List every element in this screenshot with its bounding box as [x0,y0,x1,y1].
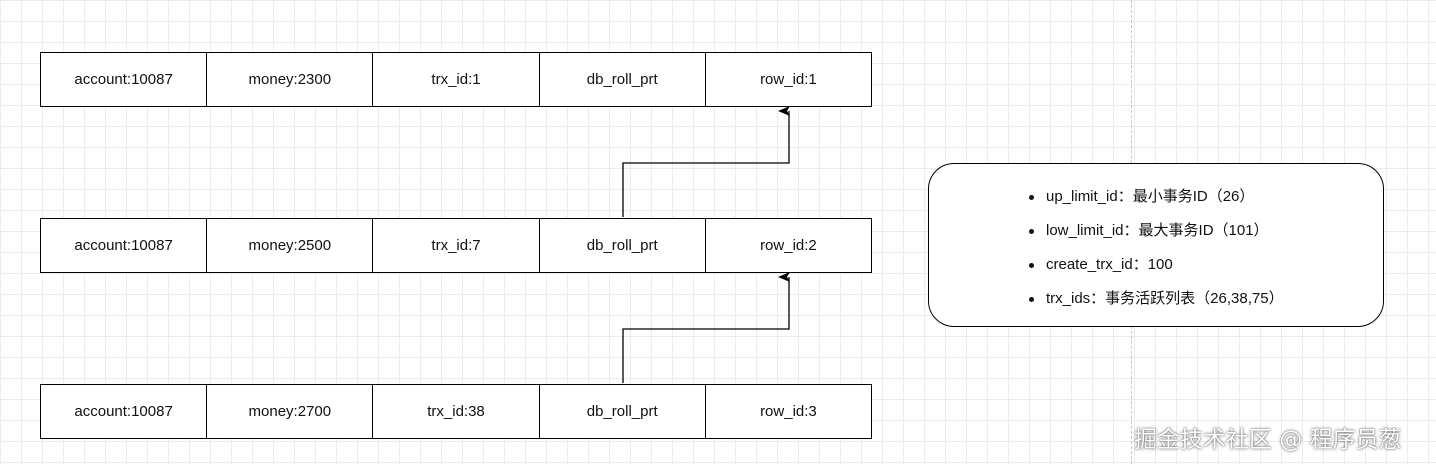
roll-pointer-arrow-2-to-1 [622,106,790,217]
list-item: create_trx_id：100 [1029,252,1284,286]
money-cell: money:2700 [207,385,374,438]
trx-ids-text: trx_ids：事务活跃列表（26,38,75） [1046,290,1284,307]
roll-pointer-cell: db_roll_prt [540,219,706,272]
list-item: low_limit_id：最大事务ID（101） [1029,218,1284,252]
undo-log-record-3: account:10087 money:2700 trx_id:38 db_ro… [40,384,872,439]
row-id-cell: row_id:2 [760,237,817,254]
read-view-box: up_limit_id：最小事务ID（26） low_limit_id：最大事务… [928,163,1384,327]
bullet-icon [1029,229,1034,234]
money-cell: money:2300 [207,53,374,106]
list-item: up_limit_id：最小事务ID（26） [1029,184,1284,218]
undo-log-record-2: account:10087 money:2500 trx_id:7 db_rol… [40,218,872,273]
low-limit-id-text: low_limit_id：最大事务ID（101） [1046,222,1269,239]
bullet-icon [1029,195,1034,200]
roll-pointer-cell: db_roll_prt [540,53,706,106]
undo-log-record-1: account:10087 money:2300 trx_id:1 db_rol… [40,52,872,107]
watermark: 掘金技术社区 @ 程序员葱 [1134,427,1402,453]
bullet-icon [1029,263,1034,268]
account-cell: account:10087 [41,53,208,106]
trx-id-cell: trx_id:38 [373,385,540,438]
money-cell: money:2500 [207,219,374,272]
roll-pointer-arrow-3-to-2 [622,272,790,383]
account-cell: account:10087 [41,219,208,272]
account-cell: account:10087 [41,385,208,438]
read-view-list: up_limit_id：最小事务ID（26） low_limit_id：最大事务… [1029,184,1284,320]
trx-id-cell: trx_id:1 [373,53,540,106]
row-id-cell: row_id:1 [760,71,817,88]
row-id-cell: row_id:3 [760,403,817,420]
bullet-icon [1029,297,1034,302]
up-limit-id-text: up_limit_id：最小事务ID（26） [1046,188,1255,205]
roll-pointer-cell: db_roll_prt [540,385,706,438]
list-item: trx_ids：事务活跃列表（26,38,75） [1029,286,1284,320]
create-trx-id-text: create_trx_id：100 [1046,256,1173,273]
trx-id-cell: trx_id:7 [373,219,540,272]
